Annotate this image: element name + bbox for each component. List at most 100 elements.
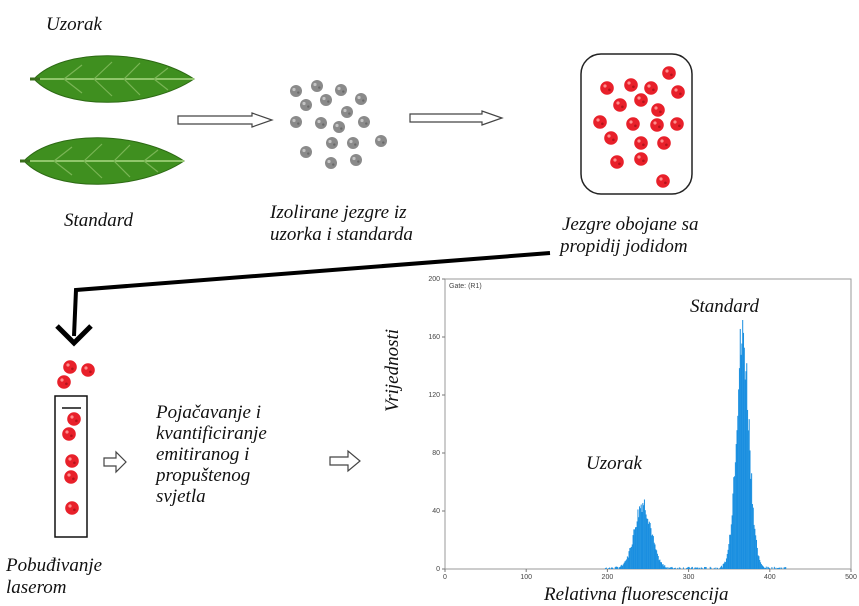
histogram-bin	[755, 535, 757, 569]
sample-label: Uzorak	[46, 14, 102, 35]
histogram-bin	[737, 415, 739, 569]
histogram-bin	[665, 567, 667, 569]
histogram-bin	[783, 567, 785, 569]
arrow-tube-to-amplify	[103, 450, 127, 474]
histogram-bin	[746, 363, 748, 569]
histogram-bin	[736, 430, 738, 569]
histogram-bin	[701, 567, 703, 569]
histogram-bin	[624, 561, 626, 569]
histogram-bin	[738, 389, 740, 569]
histogram-bin	[640, 504, 642, 569]
histogram-bin	[643, 499, 645, 569]
histogram-bin	[743, 347, 745, 569]
histogram-bin	[768, 567, 770, 569]
histogram-bin	[658, 560, 660, 569]
histogram-bin	[617, 567, 619, 569]
histogram-bin	[650, 528, 652, 569]
histogram-bin	[609, 567, 611, 569]
histogram-bin	[660, 562, 662, 569]
histogram-bin	[762, 565, 764, 569]
histogram-bin	[686, 567, 688, 569]
histogram-bin	[651, 535, 653, 569]
histogram-bin	[699, 567, 701, 569]
histogram-bin	[777, 567, 779, 569]
histogram-bin	[744, 379, 746, 569]
x-tick-label: 300	[683, 574, 695, 581]
histogram-bin	[630, 547, 632, 569]
histogram-bin	[741, 343, 743, 569]
histogram-bin	[652, 534, 654, 569]
histogram-bin	[750, 478, 752, 569]
x-tick-label: 400	[764, 574, 776, 581]
histogram-bin	[627, 557, 629, 569]
standard-label: Standard	[64, 210, 133, 231]
histogram-bin	[722, 564, 724, 569]
histogram-bin	[695, 567, 697, 569]
histogram-bin	[735, 444, 737, 569]
histogram-bin	[754, 528, 756, 569]
histogram-bin	[768, 568, 770, 569]
histogram-bin	[665, 567, 667, 569]
histogram-bin	[619, 566, 621, 569]
y-tick-label: 200	[428, 276, 440, 283]
histogram-bin	[626, 556, 628, 569]
histogram-bin	[618, 567, 620, 569]
histogram-bin	[705, 567, 707, 569]
histogram-bin	[697, 567, 699, 569]
histogram-bin	[632, 535, 634, 569]
histogram-bin	[643, 505, 645, 569]
histogram-bin	[700, 567, 702, 569]
histogram-bin	[611, 567, 613, 569]
histogram-bin	[654, 544, 656, 569]
histogram-bin	[742, 320, 744, 569]
histogram-bin	[704, 566, 706, 569]
arrow-amplify-to-histogram	[329, 449, 361, 473]
histogram-bin	[749, 450, 751, 569]
histogram-bin	[761, 565, 763, 569]
histogram-bin	[764, 567, 766, 569]
histogram-bin	[725, 562, 727, 569]
histogram-bin	[781, 567, 783, 569]
histogram-bin	[713, 567, 715, 569]
histogram-bin	[660, 562, 662, 569]
histogram-bin	[661, 564, 663, 569]
histogram-bin	[656, 550, 658, 569]
histogram-bin	[752, 507, 754, 569]
histogram-bin	[636, 521, 638, 569]
histogram-bin	[767, 566, 769, 569]
histogram-bin	[687, 566, 689, 569]
histogram-bin	[756, 547, 758, 569]
histogram-bin	[672, 568, 674, 569]
histogram-bin	[732, 493, 734, 569]
gate-label: Gate: (R1)	[449, 283, 482, 290]
histogram-bin	[678, 567, 680, 569]
histogram-bin	[626, 559, 628, 569]
histogram-bin	[623, 562, 625, 569]
histogram-bin	[784, 567, 786, 569]
y-tick-label: 0	[436, 566, 440, 573]
histogram-bin	[745, 371, 747, 569]
isolated-nuclei-label-line1: Izolirane jezgre iz	[270, 202, 407, 223]
histogram-bin	[739, 328, 741, 569]
histogram-bin	[668, 567, 670, 569]
histogram-bin	[662, 564, 664, 569]
histogram-bin	[727, 549, 729, 569]
histogram-bin	[733, 477, 735, 569]
histogram-bin	[671, 566, 673, 569]
histogram-bin	[669, 567, 671, 569]
histogram-bin	[771, 567, 773, 569]
histogram-bin	[756, 539, 758, 569]
histogram-bin	[785, 567, 787, 569]
histogram-bin	[655, 549, 657, 569]
histogram-bin	[638, 517, 640, 569]
amplify-label-line4: propuštenog	[156, 465, 251, 486]
histogram-bin	[710, 567, 712, 569]
histogram-bin	[652, 536, 654, 569]
histogram-bin	[677, 567, 679, 569]
histogram-bin	[760, 562, 762, 569]
histogram-bin	[734, 476, 736, 569]
histogram-bin	[764, 568, 766, 569]
histogram-bin	[615, 566, 617, 569]
histogram-bin	[740, 354, 742, 569]
